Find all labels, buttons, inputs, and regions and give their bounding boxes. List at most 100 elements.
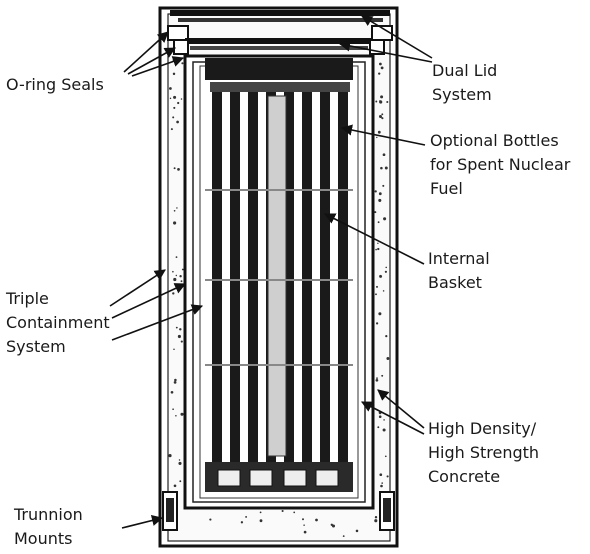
fuel-tubes xyxy=(212,92,348,462)
concrete-speckle xyxy=(379,62,382,66)
concrete-speckle xyxy=(180,340,183,343)
concrete-speckle xyxy=(169,97,172,100)
concrete-speckle xyxy=(381,113,384,116)
leader-lines xyxy=(109,15,433,529)
concrete-speckle xyxy=(173,277,177,282)
concrete-speckle xyxy=(240,521,244,524)
concrete-speckle xyxy=(176,207,178,209)
label-dual-lid: Dual Lid System xyxy=(432,61,502,104)
concrete-speckle xyxy=(175,326,178,329)
concrete-speckle xyxy=(377,426,380,429)
label-high-density-concrete: High Density/ High Strength Concrete xyxy=(428,419,544,486)
concrete-speckle xyxy=(379,473,383,477)
concrete-speckle xyxy=(180,98,183,100)
concrete-speckle xyxy=(179,328,182,331)
fuel-tube xyxy=(302,92,312,462)
concrete-speckle xyxy=(177,334,181,339)
fuel-tube xyxy=(212,92,222,462)
concrete-speckle xyxy=(172,292,175,295)
concrete-speckle xyxy=(374,516,378,519)
concrete-speckle xyxy=(385,266,387,269)
concrete-speckle xyxy=(377,221,380,224)
concrete-speckle xyxy=(376,377,378,379)
concrete-speckle xyxy=(381,117,384,120)
concrete-speckle xyxy=(378,114,383,119)
label-trunnion-mounts: Trunnion Mounts xyxy=(13,505,88,548)
concrete-speckle xyxy=(181,268,184,271)
concrete-speckle xyxy=(172,72,176,76)
fuel-tube xyxy=(230,92,240,462)
concrete-speckle xyxy=(293,511,296,514)
concrete-speckle xyxy=(180,412,184,416)
concrete-speckle xyxy=(180,280,183,283)
concrete-speckle xyxy=(173,167,176,170)
concrete-speckle xyxy=(173,348,175,351)
concrete-speckle xyxy=(381,374,384,377)
concrete-speckle xyxy=(172,408,174,411)
concrete-speckle xyxy=(383,217,387,221)
concrete-speckle xyxy=(259,519,263,523)
trunnion-mounts xyxy=(162,491,395,531)
label-oring-seals: O-ring Seals xyxy=(6,75,104,94)
center-tube xyxy=(267,95,287,457)
concrete-speckle xyxy=(170,128,173,131)
concrete-speckle xyxy=(172,270,174,273)
concrete-speckle xyxy=(384,270,387,273)
concrete-speckle xyxy=(382,184,385,187)
concrete-speckle xyxy=(176,120,179,124)
concrete-speckle xyxy=(172,116,175,119)
concrete-speckle xyxy=(386,475,389,478)
concrete-speckle xyxy=(378,192,382,196)
fuel-tube xyxy=(248,92,258,462)
concrete-speckle xyxy=(386,357,390,360)
concrete-speckle xyxy=(380,166,383,170)
fuel-tube xyxy=(320,92,330,462)
concrete-speckle xyxy=(377,247,380,251)
concrete-speckle xyxy=(355,529,359,533)
dual-lid-system xyxy=(167,10,393,55)
concrete-speckle xyxy=(375,378,379,382)
concrete-speckle xyxy=(379,274,383,278)
concrete-speckle xyxy=(380,66,384,70)
concrete-speckle xyxy=(178,461,182,465)
concrete-speckle xyxy=(175,256,178,258)
concrete-speckle xyxy=(382,290,385,292)
concrete-speckle xyxy=(374,519,378,523)
concrete-speckle xyxy=(378,198,382,202)
concrete-speckle xyxy=(377,130,381,134)
concrete-speckle xyxy=(179,275,182,278)
concrete-speckle xyxy=(303,530,307,534)
concrete-speckle xyxy=(376,285,378,288)
concrete-speckle xyxy=(384,455,387,458)
concrete-speckle xyxy=(380,95,384,99)
concrete-speckle xyxy=(169,87,172,90)
concrete-speckle xyxy=(173,381,177,384)
concrete-speckle xyxy=(381,482,383,484)
concrete-speckle xyxy=(376,136,378,139)
concrete-speckle xyxy=(374,190,377,193)
concrete-speckle xyxy=(382,153,386,157)
concrete-speckle xyxy=(175,415,177,417)
concrete-speckle xyxy=(259,511,262,514)
concrete-speckle xyxy=(181,62,184,65)
concrete-speckle xyxy=(378,72,381,75)
concrete-speckle xyxy=(315,518,318,522)
concrete-speckle xyxy=(331,524,336,528)
concrete-speckle xyxy=(173,106,176,109)
label-optional-bottles: Optional Bottles for Spent Nuclear Fuel xyxy=(430,131,575,198)
concrete-speckle xyxy=(174,378,177,382)
concrete-speckle xyxy=(380,484,383,488)
concrete-speckle xyxy=(383,419,385,421)
fuel-tube xyxy=(338,92,348,462)
concrete-speckle xyxy=(178,459,181,461)
concrete-speckle xyxy=(303,524,305,526)
concrete-speckle xyxy=(302,518,304,521)
concrete-speckle xyxy=(378,415,382,418)
concrete-speckle xyxy=(375,293,377,296)
concrete-speckle xyxy=(382,428,386,432)
concrete-speckle xyxy=(179,480,182,483)
concrete-speckle xyxy=(173,484,177,488)
concrete-speckle xyxy=(379,100,381,102)
concrete-speckle xyxy=(377,242,379,245)
